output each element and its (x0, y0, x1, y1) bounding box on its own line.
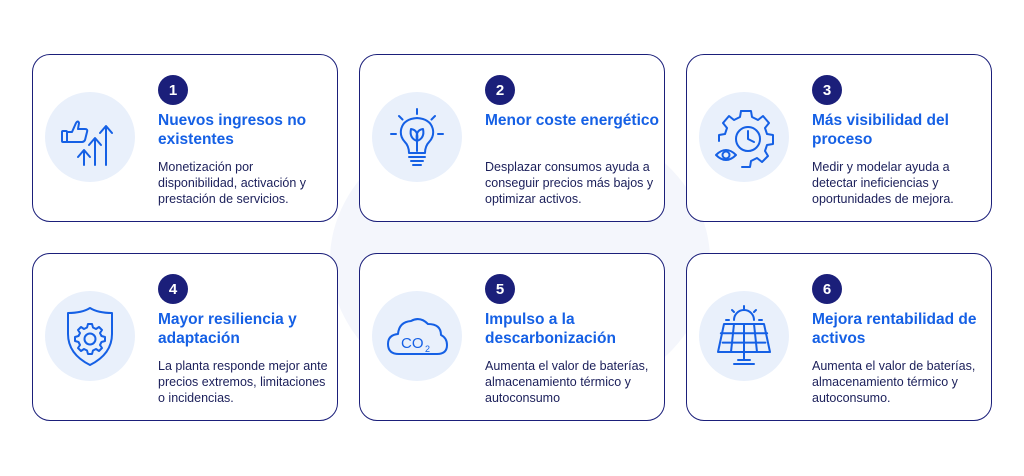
card-number: 4 (158, 274, 188, 304)
card-description: La planta responde mejor ante precios ex… (158, 359, 328, 405)
card-description: Medir y modelar ayuda a detectar inefici… (812, 160, 954, 206)
card-title: Mayor resiliencia y adaptación (158, 311, 297, 347)
card-title: Más visibilidad del proceso (812, 112, 949, 148)
icon-circle: CO 2 (372, 291, 462, 381)
card-title: Menor coste energético (485, 112, 659, 129)
icon-circle (699, 92, 789, 182)
card-lower-energy-cost: 2 Menor coste energético Desplazar consu… (359, 54, 665, 222)
icon-circle (372, 92, 462, 182)
card-decarbonization: CO 2 5 Impulso a la descarbonización Aum… (359, 253, 665, 421)
icon-circle (699, 291, 789, 381)
thumbs-up-growth-icon (61, 120, 113, 166)
shield-gear-icon (67, 307, 113, 366)
card-resilience: 4 Mayor resiliencia y adaptación La plan… (32, 253, 338, 421)
lightbulb-leaf-icon (390, 108, 444, 166)
card-description: Monetización por disponibilidad, activac… (158, 160, 307, 206)
card-new-revenue: 1 Nuevos ingresos no existentes Monetiza… (32, 54, 338, 222)
gear-clock-eye-icon (715, 110, 774, 168)
card-title: Nuevos ingresos no existentes (158, 112, 307, 148)
card-number: 6 (812, 274, 842, 304)
card-number: 3 (812, 75, 842, 105)
card-number: 2 (485, 75, 515, 105)
card-title: Mejora rentabilidad de activos (812, 311, 977, 347)
card-number: 5 (485, 274, 515, 304)
card-description: Aumenta el valor de baterías, almacenami… (812, 359, 976, 405)
solar-panel-sun-icon (717, 305, 771, 365)
card-number: 1 (158, 75, 188, 105)
card-description: Desplazar consumos ayuda a conseguir pre… (485, 160, 654, 206)
co2-cloud-icon: CO 2 (387, 318, 448, 355)
co2-text: CO (401, 335, 424, 352)
icon-circle (45, 92, 135, 182)
card-process-visibility: 3 Más visibilidad del proceso Medir y mo… (686, 54, 992, 222)
card-asset-profitability: 6 Mejora rentabilidad de activos Aumenta… (686, 253, 992, 421)
card-description: Aumenta el valor de baterías, almacenami… (485, 359, 649, 405)
co2-subscript: 2 (425, 344, 430, 354)
icon-circle (45, 291, 135, 381)
card-title: Impulso a la descarbonización (485, 311, 616, 347)
